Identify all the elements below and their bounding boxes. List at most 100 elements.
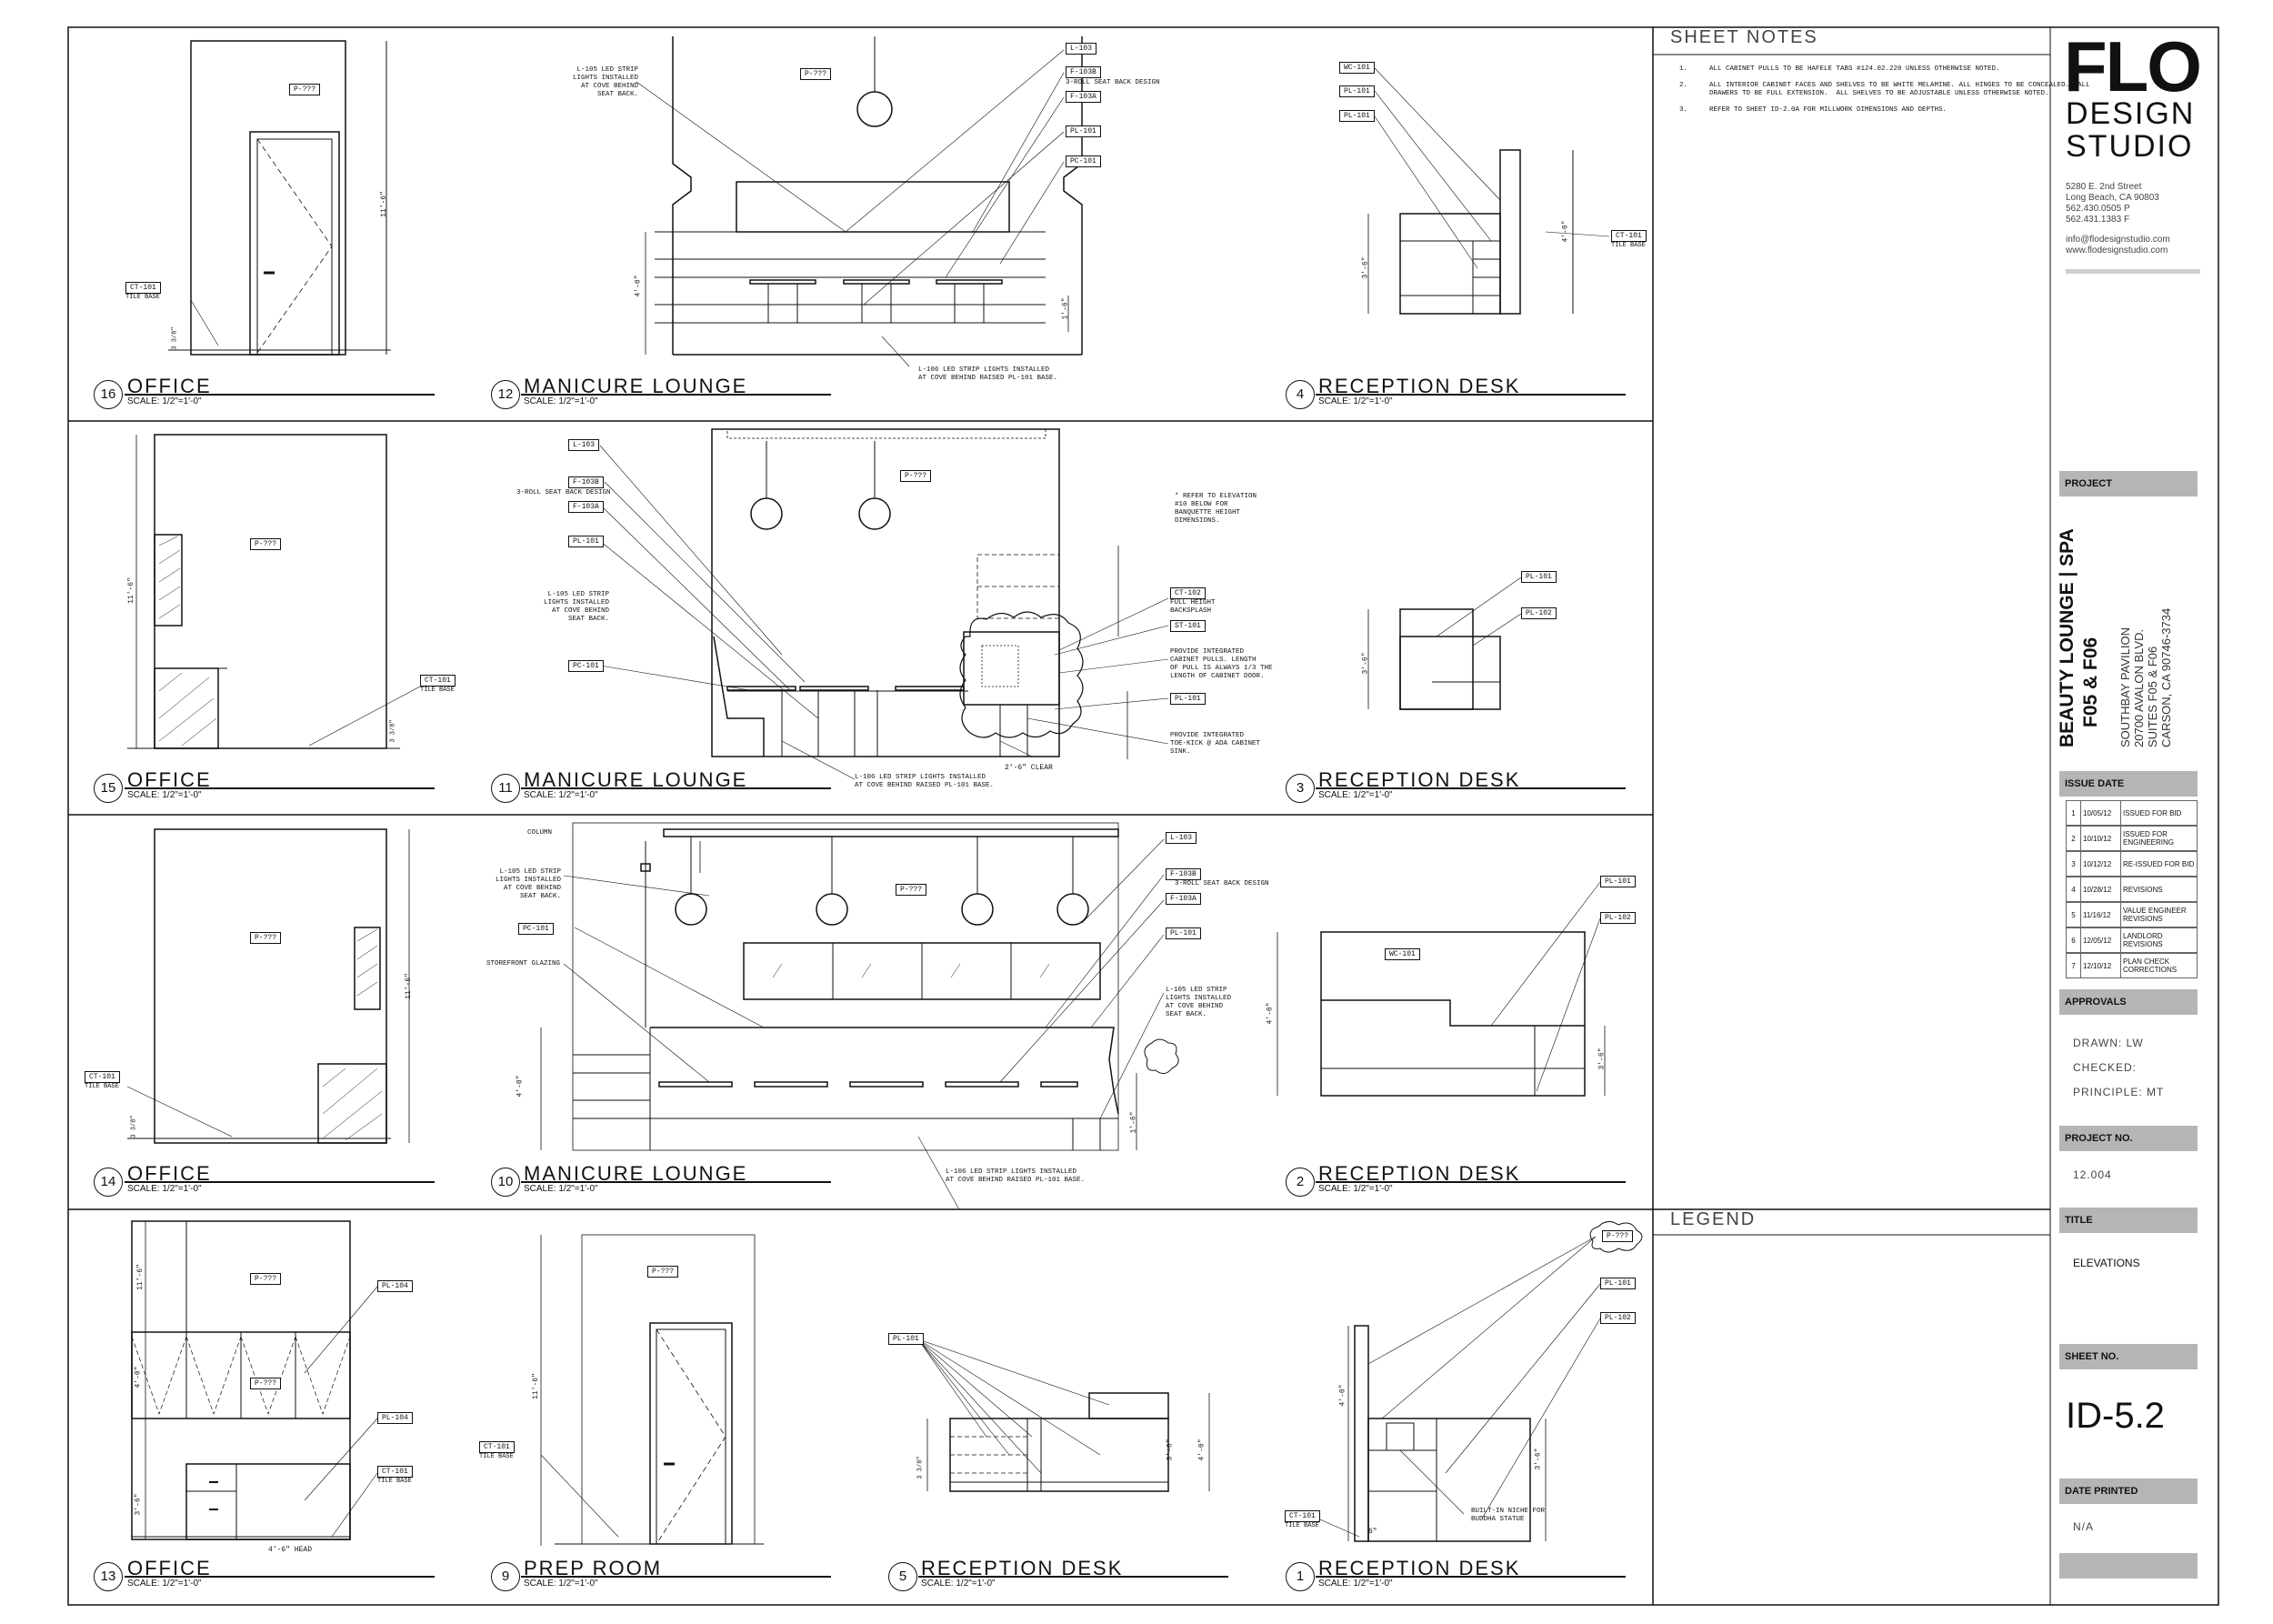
issue-date: 12/05/12 [2081, 928, 2121, 952]
fabric-tag: F-103B [1166, 868, 1201, 880]
project-number: 12.004 [2073, 1168, 2112, 1181]
issue-description: VALUE ENGINEER REVISIONS [2123, 907, 2187, 923]
head-dimension: 4'-6" HEAD [268, 1546, 313, 1554]
laminate-tag: PL-101 [1339, 110, 1375, 122]
paint-tag: P-??? [896, 884, 927, 896]
light-tag: L-103 [1066, 43, 1097, 55]
height-dimension: 3'-6" [1166, 1439, 1175, 1461]
height-dimension: 1'-6" [1129, 1111, 1138, 1134]
toe-kick-note: PROVIDE INTEGRATED TOE-KICK @ ADA CABINE… [1170, 732, 1261, 756]
issue-description: ISSUED FOR BID [2123, 808, 2182, 817]
view-10-scale: SCALE: 1/2"=1'-0" [524, 1184, 598, 1194]
tile-base-label: TILE BASE [1611, 242, 1646, 249]
base-dimension: 3 3/8" [389, 719, 397, 743]
firm-logo-studio: STUDIO [2066, 129, 2194, 164]
firm-email: info@flodesignstudio.com [2066, 235, 2170, 245]
buddha-niche-note: BUILT-IN NICHE FOR BUDDHA STATUE [1471, 1508, 1546, 1523]
sheet-notes-heading: SHEET NOTES [1670, 27, 1818, 47]
light-tag: L-103 [568, 439, 600, 451]
height-dimension: 11'-6" [126, 577, 135, 604]
divider [2059, 1553, 2198, 1579]
tile-tag: CT-101 [420, 675, 456, 687]
paint-tag: P-??? [250, 1378, 282, 1389]
firm-address-line: 5280 E. 2nd Street [2066, 182, 2142, 192]
approvals-label: APPROVALS [2059, 989, 2198, 1015]
issue-number: 6 [2067, 928, 2081, 952]
led-strip-base-note: L-106 LED STRIP LIGHTS INSTALLED AT COVE… [918, 366, 1058, 382]
view-5-title: RECEPTION DESK [921, 1557, 1124, 1579]
view-2-scale: SCALE: 1/2"=1'-0" [1318, 1184, 1393, 1194]
laminate-tag: PL-101 [1170, 693, 1206, 705]
view-1-title: RECEPTION DESK [1318, 1557, 1521, 1579]
laminate-tag: PL-101 [1521, 571, 1557, 583]
issue-number: 1 [2067, 801, 2081, 825]
storefront-note: STOREFRONT GLAZING [486, 960, 561, 967]
note-text: ALL INTERIOR CABINET FACES AND SHELVES T… [1709, 82, 2090, 97]
project-address-line: CARSON, CA 90746-3734 [2159, 607, 2173, 747]
height-dimension: 4'-0" [634, 275, 643, 297]
sheet-number-label: SHEET NO. [2059, 1344, 2198, 1369]
height-dimension: 3'-6" [1597, 1048, 1607, 1070]
paint-tag: P-??? [647, 1266, 679, 1278]
view-14-number: 14 [94, 1168, 123, 1197]
issue-number: 5 [2067, 903, 2081, 927]
seat-back-note: 3-ROLL SEAT BACK DESIGN [1175, 880, 1269, 887]
view-12-scale: SCALE: 1/2"=1'-0" [524, 396, 598, 406]
laminate-tag: PL-101 [1066, 125, 1101, 137]
depth-dimension: 6" [1368, 1528, 1377, 1536]
fabric-tag: F-103A [568, 501, 604, 513]
tile-tag: CT-101 [125, 282, 161, 294]
led-strip-base-note: L-106 LED STRIP LIGHTS INSTALLED AT COVE… [946, 1168, 1086, 1184]
view-16-title: OFFICE [127, 375, 212, 397]
drawn-by: DRAWN: LW [2073, 1037, 2144, 1049]
wallcovering-tag: WC-101 [1385, 948, 1420, 960]
view-11-title: MANICURE LOUNGE [524, 768, 748, 791]
issue-number: 2 [2067, 827, 2081, 850]
height-dimension: 3'-6" [1534, 1448, 1543, 1470]
tile-tag: CT-101 [1285, 1510, 1320, 1522]
firm-logo-design: DESIGN [2066, 96, 2196, 131]
laminate-tag: PL-101 [1600, 1278, 1636, 1289]
view-3-linework [1367, 576, 1522, 710]
project-address-line: 20700 AVALON BLVD. [2132, 628, 2146, 747]
light-tag: L-103 [1166, 832, 1197, 844]
view-15-scale: SCALE: 1/2"=1'-0" [127, 790, 202, 800]
view-2-number: 2 [1286, 1168, 1315, 1197]
title-label: TITLE [2059, 1208, 2198, 1233]
tile-tag: CT-101 [377, 1466, 413, 1478]
led-strip-note: L-105 LED STRIP LIGHTS INSTALLED AT COVE… [1166, 987, 1232, 1018]
view-4-linework [1367, 67, 1610, 315]
height-dimension: 3'-6" [1361, 256, 1370, 279]
tile-base-label: TILE BASE [420, 687, 455, 694]
view-2-title: RECEPTION DESK [1318, 1162, 1521, 1185]
issue-number: 3 [2067, 852, 2081, 876]
paint-coat-tag: PC-101 [1066, 155, 1101, 167]
clear-dimension: 2'-6" CLEAR [1005, 764, 1053, 772]
project-number-label: PROJECT NO. [2059, 1126, 2198, 1151]
note-number: 3. [1679, 106, 1688, 114]
issue-date: 12/10/12 [2081, 954, 2121, 977]
project-address-line: SOUTHBAY PAVILION [2118, 627, 2132, 747]
firm-logo-main: FLO [2064, 26, 2202, 106]
view-16-linework [168, 40, 391, 356]
note-number: 2. [1679, 82, 1688, 89]
date-printed-label: DATE PRINTED [2059, 1479, 2198, 1504]
project-suites: F05 & F06 [2080, 637, 2101, 727]
view-12-number: 12 [491, 380, 520, 409]
view-13-title: OFFICE [127, 1557, 212, 1579]
paint-tag: P-??? [250, 932, 282, 944]
height-dimension: 11'-6" [135, 1264, 145, 1290]
laminate-tag: PL-104 [377, 1280, 413, 1292]
tile-tag: CT-101 [85, 1071, 120, 1083]
issue-date: 10/05/12 [2081, 801, 2121, 825]
view-14-title: OFFICE [127, 1162, 212, 1185]
view-3-scale: SCALE: 1/2"=1'-0" [1318, 790, 1393, 800]
project-address-line: SUITES F05 & F06 [2146, 646, 2159, 747]
principle: PRINCIPLE: MT [2073, 1086, 2165, 1098]
view-12-title: MANICURE LOUNGE [524, 375, 748, 397]
